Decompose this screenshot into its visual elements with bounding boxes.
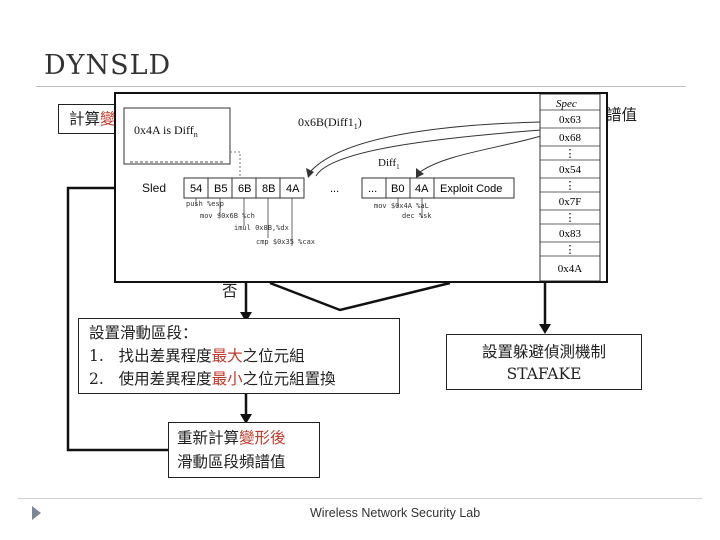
sled-box-item2: 2. 使用差異程度最小之位元組置換 xyxy=(89,370,336,388)
footer-divider xyxy=(18,498,702,499)
svg-text:4A: 4A xyxy=(415,183,429,195)
diff1-label: Diff1 xyxy=(378,157,400,171)
svg-text:0x83: 0x83 xyxy=(559,228,582,240)
sled-diagram: 0x4A is Diffn 0x6B(Diff11) Diff1 Sled xyxy=(123,94,601,281)
svg-text:⋮: ⋮ xyxy=(565,180,576,192)
sled-diagram-popup: 0x4A is Diffn 0x6B(Diff11) Diff1 Sled xyxy=(114,92,608,283)
svg-text:...: ... xyxy=(330,183,339,195)
svg-text:⋮: ⋮ xyxy=(565,244,576,256)
spec-table: Spec 0x63 0x68 ⋮ 0x54 ⋮ 0x7F ⋮ xyxy=(539,94,601,281)
svg-text:Spec: Spec xyxy=(556,98,577,110)
sled-setup-box: 設置滑動區段： 1. 找出差異程度最大之位元組 2. 使用差異程度最小之位元組置… xyxy=(78,318,400,394)
svg-text:Exploit Code: Exploit Code xyxy=(440,183,502,195)
diff-label: 0x4A is Diffn xyxy=(134,123,198,139)
svg-text:6B: 6B xyxy=(238,183,251,195)
svg-text:B5: B5 xyxy=(214,183,227,195)
svg-text:cmp $0x35 %cax: cmp $0x35 %cax xyxy=(256,238,315,246)
recalc-line2: 滑動區段頻譜值 xyxy=(177,453,286,471)
svg-text:4A: 4A xyxy=(286,183,300,195)
svg-text:0x54: 0x54 xyxy=(559,164,582,176)
recalc-line1: 重新計算變形後 xyxy=(177,429,286,447)
svg-text:8B: 8B xyxy=(262,183,275,195)
svg-text:0x68: 0x68 xyxy=(559,132,582,144)
bullet-triangle-icon xyxy=(32,506,41,520)
svg-text:0x7F: 0x7F xyxy=(559,196,582,208)
slide-title: DYNSLD xyxy=(44,50,172,81)
svg-text:push %esp: push %esp xyxy=(186,200,224,208)
recalc-box: 重新計算變形後 滑動區段頻譜值 xyxy=(168,422,320,478)
svg-text:⋮: ⋮ xyxy=(565,212,576,224)
svg-text:B0: B0 xyxy=(391,183,404,195)
calc-box-suffix: 譜值 xyxy=(606,106,638,124)
svg-text:0x63: 0x63 xyxy=(559,114,582,126)
sled-box-item1: 1. 找出差異程度最大之位元組 xyxy=(89,347,305,365)
stafake-line2: STAFAKE xyxy=(506,365,582,383)
asm-right: mov $0x4A %aL dec %sk xyxy=(374,202,432,220)
svg-text:dec %sk: dec %sk xyxy=(402,212,432,220)
sled-box-title: 設置滑動區段： xyxy=(89,324,198,342)
stafake-line1: 設置躲避偵測機制 xyxy=(481,343,606,361)
sled-label: Sled xyxy=(142,181,166,195)
calc-box-prefix: 計算 xyxy=(69,110,101,128)
svg-text:mov $0x4A %aL: mov $0x4A %aL xyxy=(374,202,429,210)
svg-text:mov $0x6B %ch: mov $0x6B %ch xyxy=(200,212,255,220)
stafake-box: 設置躲避偵測機制 STAFAKE xyxy=(446,334,642,390)
svg-text:54: 54 xyxy=(190,183,202,195)
no-label: 否 xyxy=(222,282,238,300)
svg-text:⋮: ⋮ xyxy=(565,148,576,160)
svg-text:imul 0x8B,%dx: imul 0x8B,%dx xyxy=(234,224,289,232)
title-divider xyxy=(36,86,686,87)
arrow-label: 0x6B(Diff11) xyxy=(298,115,362,131)
svg-text:0x4A: 0x4A xyxy=(558,263,583,275)
sled-cells: 54 B5 6B 8B 4A ... ... B0 4A Exploit Cod… xyxy=(183,177,515,199)
calc-box-partial: 計算變 xyxy=(58,104,118,134)
svg-text:...: ... xyxy=(368,183,377,195)
footer-text: Wireless Network Security Lab xyxy=(310,506,481,520)
asm-left: push %esp mov $0x6B %ch imul 0x8B,%dx cm… xyxy=(186,200,315,246)
